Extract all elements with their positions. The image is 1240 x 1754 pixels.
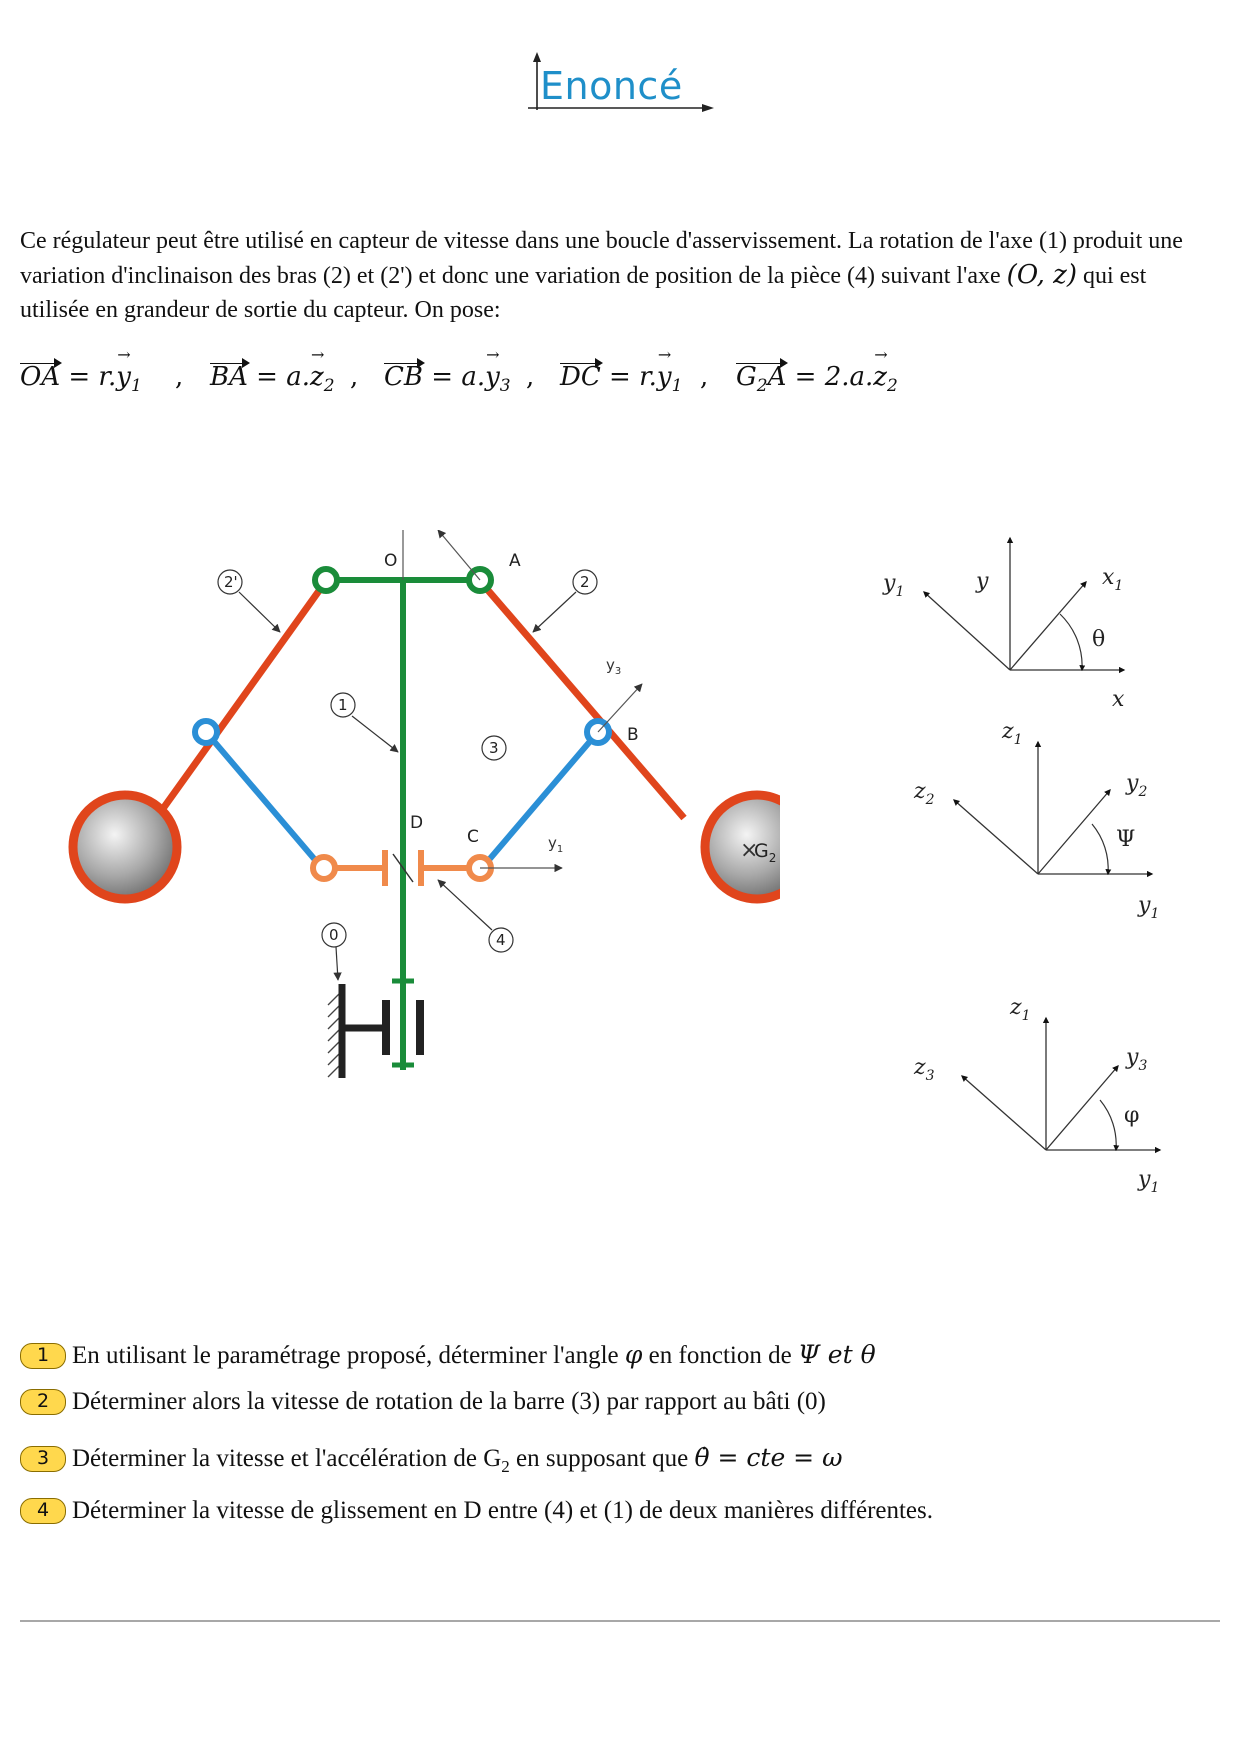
- equation-ba: BA = a.z2: [210, 345, 335, 396]
- svg-text:y1: y1: [1137, 1167, 1159, 1196]
- svg-text:z2: z2: [913, 779, 935, 808]
- question-badge-1: 1: [20, 1343, 66, 1369]
- point-a: A: [509, 551, 521, 571]
- joint-left-slider: [310, 854, 338, 882]
- g2-cross: ×: [740, 838, 758, 863]
- callout-4: 4: [437, 879, 514, 953]
- svg-text:z1: z1: [1009, 995, 1031, 1024]
- bar-3-right: [479, 730, 601, 870]
- question-badge-4: 4: [20, 1498, 66, 1524]
- g2-label: G2: [754, 840, 776, 865]
- svg-text:2': 2': [224, 573, 238, 591]
- arm-2prime: [159, 578, 329, 813]
- svg-text:y3: y3: [1125, 1045, 1147, 1074]
- frame-diagrams: x y x1 y1 θ y1 z1 y2 z2 Ψ y1 z1 y3 z3 φ: [882, 536, 1162, 1196]
- svg-text:z3: z3: [913, 1055, 935, 1084]
- svg-text:x: x: [1112, 687, 1125, 712]
- equation-dc: DC = r.y1: [560, 345, 682, 396]
- bar-3-left: [203, 730, 325, 870]
- intro-text-end: qui est utilisée en grandeur de sortie d…: [20, 263, 1147, 323]
- regulator-diagram: × G2 z1 z2 y3 y1 O: [68, 530, 780, 1078]
- svg-text:y1: y1: [1137, 893, 1159, 922]
- arm-2: [477, 578, 687, 821]
- svg-text:y: y: [975, 569, 989, 594]
- y1-label: y1: [548, 834, 563, 855]
- svg-text:0: 0: [329, 926, 339, 944]
- equation-g2a: G2A = 2.a.z2: [736, 345, 898, 396]
- equation-oa: OA = r.y1: [20, 345, 142, 396]
- bottom-divider: [20, 1620, 1220, 1622]
- callout-0: 0: [321, 922, 347, 981]
- page-title: Enoncé: [540, 64, 683, 108]
- point-b: B: [627, 725, 639, 745]
- frame-0-bearing: [327, 984, 424, 1078]
- svg-text:3: 3: [489, 739, 499, 757]
- callout-2prime: 2': [217, 569, 281, 633]
- svg-text:φ: φ: [1124, 1103, 1139, 1128]
- frame-psi: y1 z1 y2 z2 Ψ: [913, 719, 1159, 922]
- svg-text:4: 4: [496, 931, 506, 949]
- svg-text:y1: y1: [882, 571, 904, 600]
- point-d: D: [410, 813, 423, 833]
- svg-text:1: 1: [338, 696, 348, 714]
- svg-text:Ψ: Ψ: [1116, 827, 1135, 852]
- vector-definitions: OA = r.y1 , BA = a.z2 , CB = a.y3 , DC =…: [20, 345, 1120, 412]
- title-axes-icon: [528, 52, 714, 112]
- point-o: O: [384, 551, 397, 571]
- intro-paragraph: Ce régulateur peut être utilisé en capte…: [20, 224, 1220, 327]
- axis-notation: (O, z): [1006, 260, 1077, 290]
- intro-text: Ce régulateur peut être utilisé en capte…: [20, 228, 1183, 289]
- joint-o-left: [312, 566, 340, 594]
- joint-left-elbow: [192, 718, 220, 746]
- y3-label: y3: [606, 656, 621, 677]
- point-c: C: [467, 827, 479, 847]
- ball-right: [700, 790, 780, 904]
- equation-cb: CB = a.y3: [384, 345, 511, 396]
- callout-1: 1: [330, 692, 399, 753]
- svg-text:2: 2: [580, 573, 590, 591]
- ball-left: [68, 790, 182, 904]
- svg-text:y2: y2: [1125, 771, 1147, 800]
- question-badge-2: 2: [20, 1389, 66, 1415]
- svg-text:θ: θ: [1092, 627, 1105, 652]
- svg-text:z1: z1: [1001, 719, 1023, 748]
- frame-phi: y1 z1 y3 z3 φ: [913, 995, 1162, 1196]
- page-title-block: Enoncé: [520, 50, 720, 120]
- question-badge-3: 3: [20, 1446, 66, 1472]
- frame-theta: x y x1 y1 θ: [882, 536, 1126, 712]
- callout-2: 2: [532, 569, 598, 633]
- svg-text:x1: x1: [1102, 565, 1123, 594]
- callout-3: 3: [481, 735, 507, 761]
